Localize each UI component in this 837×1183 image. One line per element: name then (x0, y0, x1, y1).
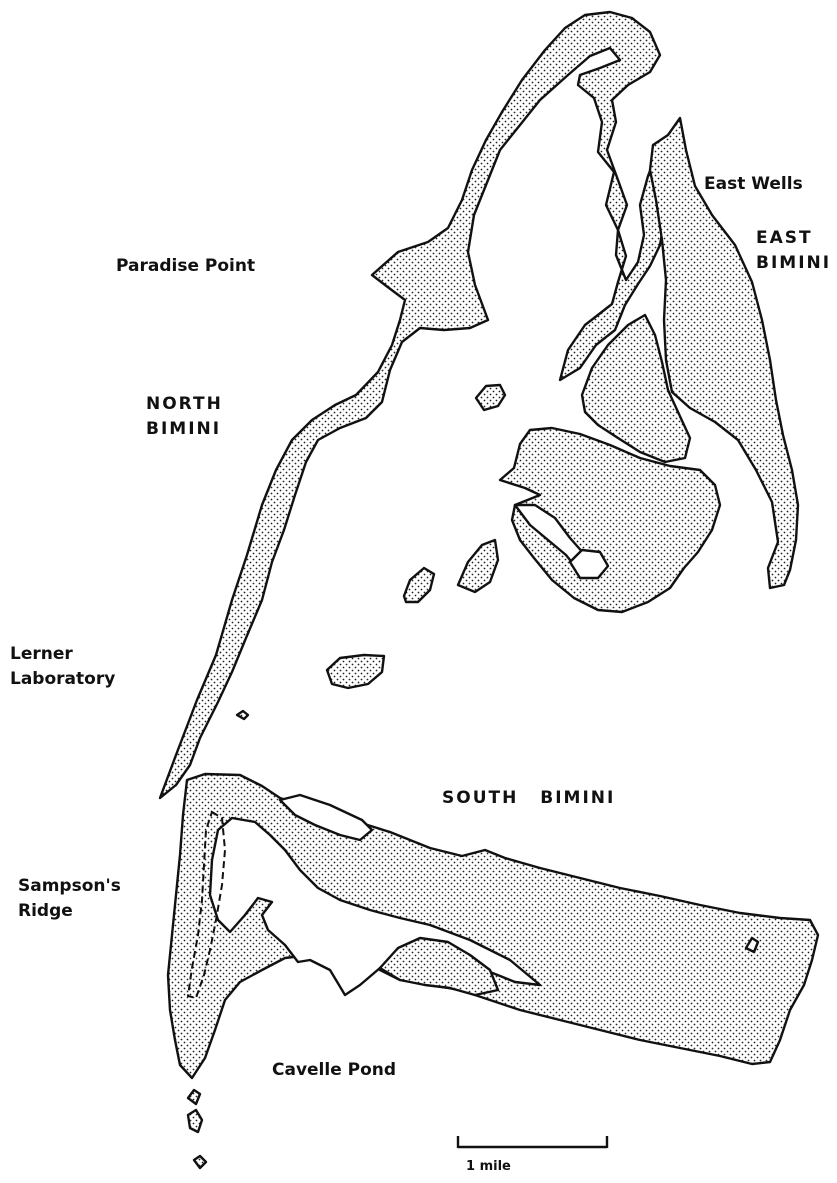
label-lerner-line1: Lerner (10, 644, 73, 664)
cay-pair-left (402, 566, 436, 604)
label-paradise-point-text: Paradise Point (116, 256, 256, 276)
label-east-wells-text: East Wells (704, 174, 803, 194)
south-cay-1 (186, 1088, 202, 1106)
label-sampsons-ridge: Sampson's Ridge (18, 874, 121, 924)
south-bimini-island (166, 772, 820, 1080)
label-north-bimini: NORTH BIMINI (146, 392, 223, 442)
north-bay (278, 793, 374, 842)
south-cay-3 (192, 1154, 208, 1170)
label-cavelle-pond-text: Cavelle Pond (272, 1060, 397, 1080)
label-north-bimini-line2: BIMINI (146, 419, 222, 439)
small-pond-east (744, 936, 760, 954)
scale-bar (456, 1136, 609, 1149)
label-sampsons-line1: Sampson's (18, 876, 121, 896)
cay-north (474, 383, 507, 412)
label-east-bimini-line2: BIMINI (756, 253, 832, 273)
cay-pair-right (456, 538, 500, 594)
label-lerner-laboratory: Lerner Laboratory (10, 642, 115, 692)
label-east-bimini: EAST BIMINI (756, 226, 831, 276)
label-east-wells: East Wells (704, 172, 803, 197)
central-island-pond (568, 548, 610, 580)
label-lerner-line2: Laboratory (10, 669, 116, 689)
cay-center (325, 653, 386, 690)
east-bimini-island (648, 116, 800, 590)
cay-tiny (235, 709, 250, 721)
mid-island (580, 313, 692, 464)
lagoon-inner-land (378, 936, 500, 997)
sampsons-ridge-outline (186, 810, 227, 1000)
label-north-bimini-line1: NORTH (146, 394, 223, 414)
central-island (498, 426, 722, 614)
label-sampsons-line2: Ridge (18, 901, 73, 921)
label-cavelle-pond: Cavelle Pond (272, 1058, 396, 1083)
label-south-bimini: SOUTH BIMINI (442, 786, 615, 811)
label-paradise-point: Paradise Point (116, 254, 255, 279)
south-cay-2 (186, 1108, 204, 1134)
label-south-bimini-text: SOUTH BIMINI (442, 788, 616, 808)
scale-bar-label: 1 mile (466, 1159, 511, 1174)
label-east-bimini-line1: EAST (756, 228, 813, 248)
